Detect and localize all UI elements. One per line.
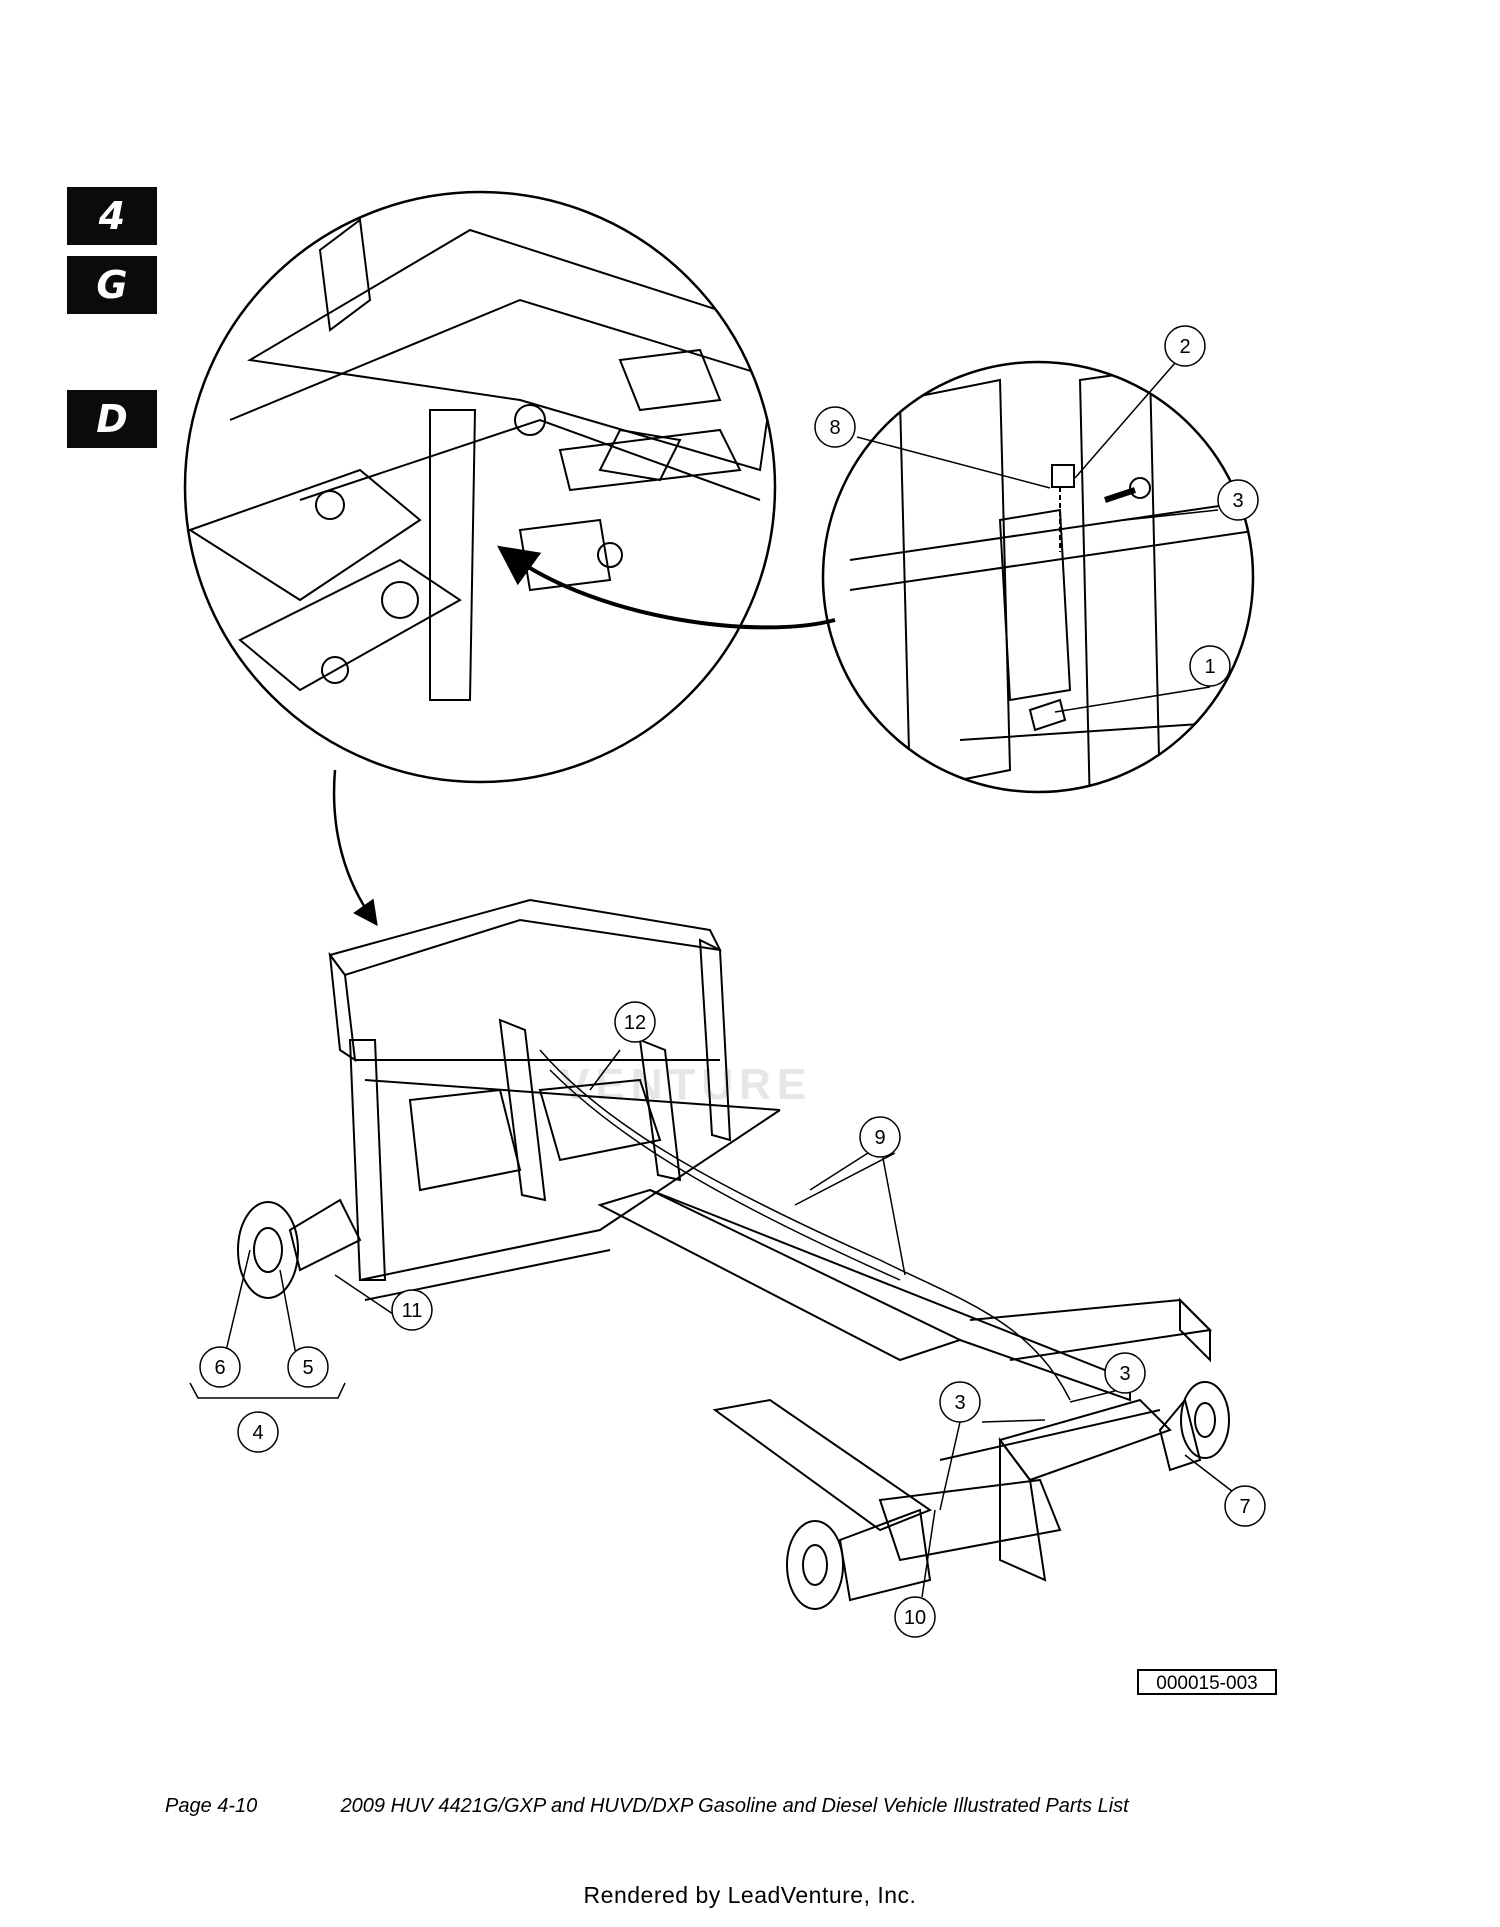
callout-6: 6 bbox=[199, 1346, 241, 1388]
view-arrow bbox=[332, 769, 378, 927]
callout-9: 9 bbox=[859, 1116, 901, 1158]
page-footer: Page 4-10 2009 HUV 4421G/GXP and HUVD/DX… bbox=[165, 1795, 1365, 1818]
callout-3-lower: 3 bbox=[939, 1381, 981, 1423]
callout-3-upper-label: 3 bbox=[1119, 1363, 1130, 1385]
section-tab-d: D bbox=[67, 390, 157, 448]
callout-3-detail-label: 3 bbox=[1232, 490, 1243, 512]
callout-8-label: 8 bbox=[829, 417, 840, 439]
callout-7: 7 bbox=[1224, 1485, 1266, 1527]
leader-lines bbox=[189, 362, 1238, 1598]
callout-1-label: 1 bbox=[1204, 656, 1215, 678]
callout-2: 2 bbox=[1164, 325, 1206, 367]
callout-3-detail: 3 bbox=[1217, 479, 1259, 521]
callout-10-label: 10 bbox=[904, 1607, 926, 1629]
callout-4: 4 bbox=[237, 1411, 279, 1453]
callout-11-label: 11 bbox=[402, 1300, 423, 1322]
drawing-number: 000015-003 bbox=[1137, 1669, 1277, 1695]
callout-3-lower-label: 3 bbox=[954, 1392, 965, 1414]
right-detail-view bbox=[821, 360, 1255, 794]
callout-11: 11 bbox=[391, 1289, 433, 1331]
callout-6-label: 6 bbox=[214, 1357, 225, 1379]
callout-10: 10 bbox=[894, 1596, 936, 1638]
callout-2-label: 2 bbox=[1179, 336, 1190, 358]
callout-7-label: 7 bbox=[1239, 1496, 1250, 1518]
callout-1: 1 bbox=[1189, 645, 1231, 687]
callout-5: 5 bbox=[287, 1346, 329, 1388]
page-number: Page 4-10 bbox=[165, 1795, 258, 1817]
rendered-by-credit: Rendered by LeadVenture, Inc. bbox=[583, 1882, 917, 1908]
callout-5-label: 5 bbox=[302, 1357, 313, 1379]
callout-8: 8 bbox=[814, 406, 856, 448]
section-tab-g: G bbox=[67, 256, 157, 314]
callout-4-label: 4 bbox=[252, 1422, 263, 1444]
callout-9-label: 9 bbox=[874, 1127, 885, 1149]
document-title: 2009 HUV 4421G/GXP and HUVD/DXP Gasoline… bbox=[340, 1795, 1129, 1817]
callout-12-label: 12 bbox=[624, 1012, 646, 1034]
detail-arrow bbox=[497, 545, 836, 630]
left-detail-view bbox=[183, 190, 777, 784]
section-tab-4: 4 bbox=[67, 187, 157, 245]
callout-12: 12 bbox=[614, 1001, 656, 1043]
callout-3-upper: 3 bbox=[1104, 1352, 1146, 1394]
chassis-assembly bbox=[237, 898, 1230, 1610]
